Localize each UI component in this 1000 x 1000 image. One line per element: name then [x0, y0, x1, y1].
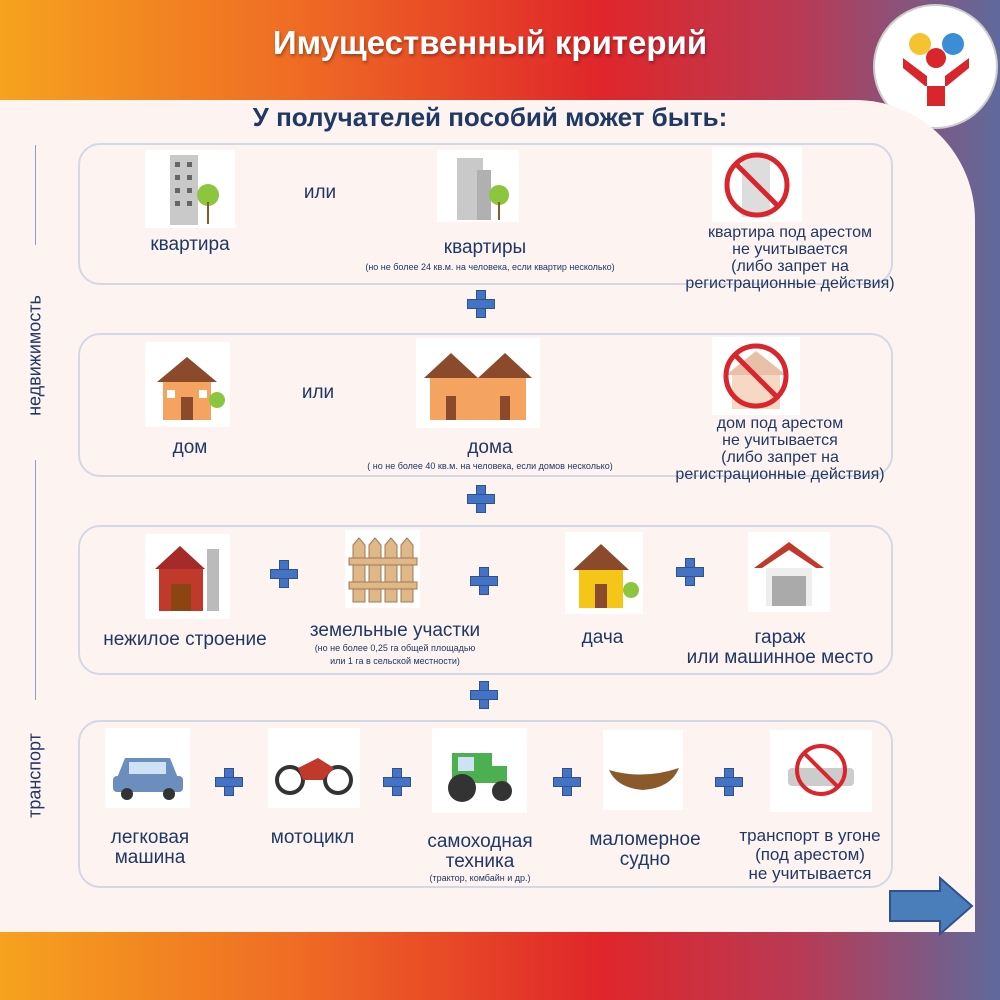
- side-label-transport: транспорт: [24, 733, 45, 818]
- fence-icon: [345, 530, 420, 608]
- transport-box: [78, 720, 893, 888]
- plus-icon: [470, 681, 498, 709]
- plus-icon: [383, 768, 411, 796]
- label-motorcycle: мотоцикл: [270, 827, 355, 848]
- divider: [35, 460, 36, 700]
- plus-icon: [470, 567, 498, 595]
- plus-icon: [270, 560, 298, 588]
- label-houses: дома: [467, 437, 513, 458]
- divider: [35, 145, 36, 245]
- or-label: или: [301, 382, 335, 403]
- other-property-box: [78, 525, 893, 675]
- garage-icon: [748, 532, 830, 612]
- label-nonresidential: нежилое строение: [103, 629, 267, 650]
- label-apartment: квартира: [150, 234, 230, 255]
- note-self-propelled: (трактор, комбайн и др.): [429, 873, 531, 883]
- barn-icon: [145, 534, 230, 619]
- label-land: земельные участки: [309, 620, 481, 641]
- house-banned-icon: [712, 337, 800, 415]
- label-apartments: квартиры: [443, 237, 527, 258]
- plus-icon: [715, 768, 743, 796]
- motorcycle-icon: [268, 728, 360, 808]
- plus-icon: [553, 768, 581, 796]
- slide-title: Имущественный критерий: [272, 24, 708, 61]
- plus-icon: [676, 558, 704, 586]
- plus-icon: [467, 485, 495, 513]
- label-dacha: дача: [581, 627, 624, 648]
- apartment-banned-icon: [712, 147, 802, 222]
- note-apartments: (но не более 24 кв.м. на человека, если …: [365, 262, 615, 272]
- apartment-buildings-icon: [437, 150, 519, 222]
- stolen-car-banned-icon: [770, 730, 872, 812]
- house-icon: [145, 342, 230, 427]
- subtitle: У получателей пособий может быть:: [252, 102, 728, 132]
- side-label-realty: недвижимость: [24, 295, 45, 416]
- next-slide-arrow[interactable]: [888, 875, 974, 941]
- or-label: или: [303, 182, 337, 203]
- note-houses: ( но не более 40 кв.м. на человека, если…: [367, 461, 613, 471]
- car-icon: [105, 728, 190, 808]
- houses-box: [78, 333, 893, 477]
- apartments-box: [78, 143, 893, 285]
- note-transport-arrest: транспорт в угоне(под арестом)не учитыва…: [739, 826, 881, 883]
- label-house: дом: [172, 437, 208, 458]
- plus-icon: [467, 290, 495, 318]
- apartment-building-icon: [145, 150, 235, 228]
- tractor-icon: [432, 728, 527, 813]
- houses-icon: [416, 338, 540, 428]
- dacha-icon: [565, 532, 643, 614]
- plus-icon: [215, 768, 243, 796]
- boat-icon: [603, 730, 683, 810]
